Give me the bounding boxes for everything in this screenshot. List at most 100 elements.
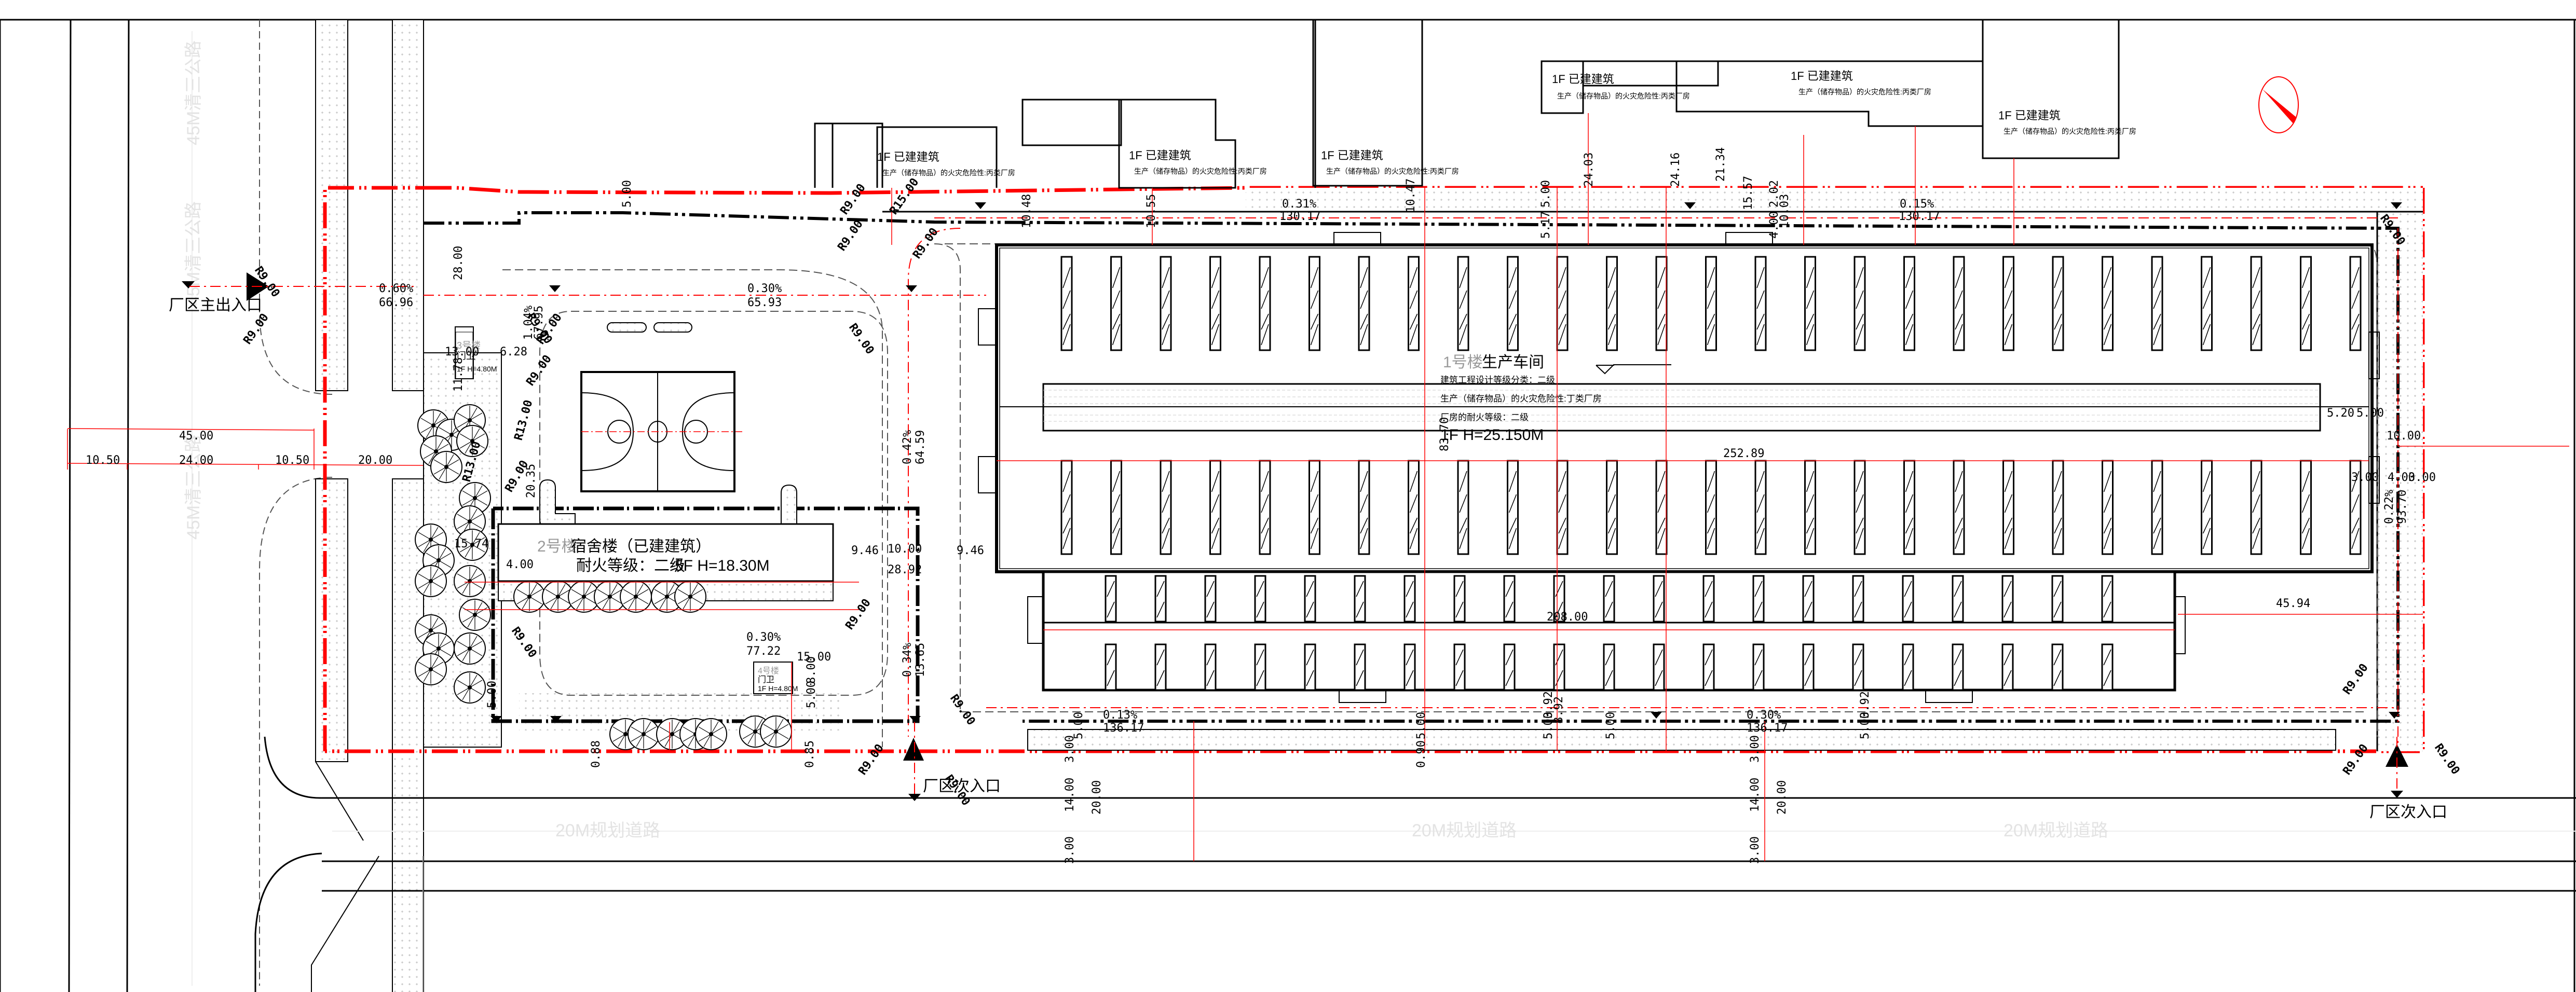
dim-north-517: 5.17	[1539, 211, 1552, 239]
dim-south-392b: 3.92	[1859, 691, 1872, 719]
skylight	[2151, 256, 2163, 351]
dim-south-3c: 3.00	[1749, 735, 1762, 763]
south-road-label: 20M规划道路	[555, 821, 660, 841]
skylight	[1556, 256, 1569, 351]
skylight	[1752, 575, 1765, 623]
skylight	[1105, 643, 1117, 691]
building-1-id: 1号楼	[1443, 354, 1483, 371]
dim-court-len: 67.95	[533, 306, 546, 340]
building-4-gatehouse	[753, 662, 793, 694]
skylight-row	[1105, 643, 2114, 691]
skylight	[1304, 575, 1316, 623]
secondary-entrance-1-label: 厂区次入口	[923, 778, 1001, 795]
main-entrance-label: 厂区主出入口	[169, 297, 262, 314]
skylight	[2250, 460, 2262, 555]
slope-7-len: 136.17	[1103, 722, 1144, 735]
slope-2-len: 65.93	[747, 296, 782, 309]
dim-north-5b: 5.00	[1539, 180, 1552, 208]
skylight	[2101, 575, 2114, 623]
neighbor-3-hazard: 生产（储存物品）的火灾危险性:丙类厂房	[1326, 167, 1459, 175]
secondary-entrance-1-marker	[903, 721, 924, 801]
tree-icon	[513, 581, 546, 613]
building-3-gatehouse	[455, 326, 474, 379]
dim-north-2403: 24.03	[1583, 153, 1596, 187]
building-4-height: 1F H=4.80M	[758, 684, 798, 693]
skylight	[1408, 460, 1420, 555]
skylight	[2052, 460, 2064, 555]
skylight	[1160, 460, 1172, 555]
skylight	[1556, 460, 1569, 555]
building-1-grade: 建筑工程设计等级分类：二级	[1440, 375, 1555, 385]
neighbor-6-hazard: 生产（储存物品）的火灾危险性:丙类厂房	[2003, 127, 2136, 135]
skylight	[1903, 460, 1915, 555]
skylight	[2051, 575, 2064, 623]
dim-south-090: 0.90	[1415, 740, 1428, 768]
building-2-name: 宿舍楼（已建建筑）	[571, 538, 711, 555]
dim-main-width2: 208.00	[1547, 611, 1588, 624]
skylight	[1358, 460, 1370, 555]
secondary-entrance-2-marker	[2386, 737, 2408, 798]
building-2-height: 5F H=18.30M	[675, 557, 770, 574]
slope-5-len: 130.17	[1899, 210, 1940, 223]
tree-icon	[430, 451, 462, 483]
dim-gate4-5a: 5.00	[486, 681, 499, 708]
west-road-label: 45M清三公路	[184, 40, 203, 145]
building-3-height: 1F H=4.80M	[457, 365, 497, 373]
dim-north-4: 4.00	[1768, 211, 1781, 239]
dim-road-seg2: 24.00	[179, 454, 213, 467]
neighbor-3-title: 1F 已建建筑	[1321, 149, 1383, 162]
radius-label: R13.00	[512, 398, 536, 442]
dim-road-seg1: 10.50	[86, 454, 120, 467]
skylight	[1259, 460, 1271, 555]
dim-road-green: 20.00	[358, 454, 392, 467]
skylight	[1209, 256, 1221, 351]
basketball-court	[580, 371, 742, 492]
dim-gate4-8: 8.00	[805, 656, 818, 684]
skylight	[1606, 256, 1618, 351]
dim-east-3b: 3.00	[2408, 471, 2436, 484]
dim-gate4-15: 15.00	[797, 651, 831, 664]
skylight	[2300, 256, 2312, 351]
dim-north-1047: 10.47	[1405, 178, 1418, 213]
skylight	[2201, 460, 2213, 555]
tree-icon	[415, 565, 447, 597]
dim-east-5: 5.00	[2356, 407, 2384, 420]
skylight	[1105, 575, 1117, 623]
skylight	[2002, 256, 2014, 351]
skylight	[1503, 575, 1516, 623]
building-1-fire-rating: 厂房的耐火等级：二级	[1440, 412, 1529, 422]
skylight	[1309, 256, 1320, 351]
dim-north-1055: 10.55	[1145, 194, 1158, 228]
south-road	[254, 736, 2576, 992]
skylight	[1603, 643, 1615, 691]
skylight-row	[1105, 575, 2114, 623]
neighbor-2-hazard: 生产（储存物品）的火灾危险性:丙类厂房	[1134, 167, 1267, 175]
dim-east-10: 10.00	[2387, 430, 2421, 443]
drawing-frame	[0, 19, 2576, 992]
skylight	[1852, 575, 1864, 623]
south-green-strip	[1027, 729, 2336, 751]
dim-south-3a: 3.00	[1064, 735, 1076, 763]
skylight	[1804, 460, 1816, 555]
skylight	[1403, 575, 1416, 623]
skylight	[1705, 256, 1717, 351]
skylight	[2300, 460, 2312, 555]
skylight	[1204, 575, 1217, 623]
slope-5-pct: 0.15%	[1900, 198, 1934, 211]
skylight	[2102, 256, 2114, 351]
skylight	[1802, 643, 1815, 691]
skylight	[1853, 256, 1866, 351]
west-road	[68, 19, 424, 992]
skylight	[1953, 460, 1965, 555]
main-entrance-marker	[182, 272, 415, 301]
skylight	[2151, 460, 2163, 555]
building-3-name: 门卫	[457, 351, 475, 361]
skylight	[1507, 256, 1519, 351]
neighbor-5-title: 1F 已建建筑	[1791, 70, 1853, 82]
dim-gate3-13: 13.00	[445, 346, 479, 359]
dim-south-20a: 20.00	[1091, 780, 1103, 815]
building-1-hazard: 生产（储存物品）的火灾危险性:丁类厂房	[1440, 394, 1602, 404]
building-4-id: 4号楼	[758, 666, 779, 676]
dim-south-5a: 5.00	[1072, 712, 1085, 739]
slope-10-len: 77.22	[746, 645, 781, 658]
